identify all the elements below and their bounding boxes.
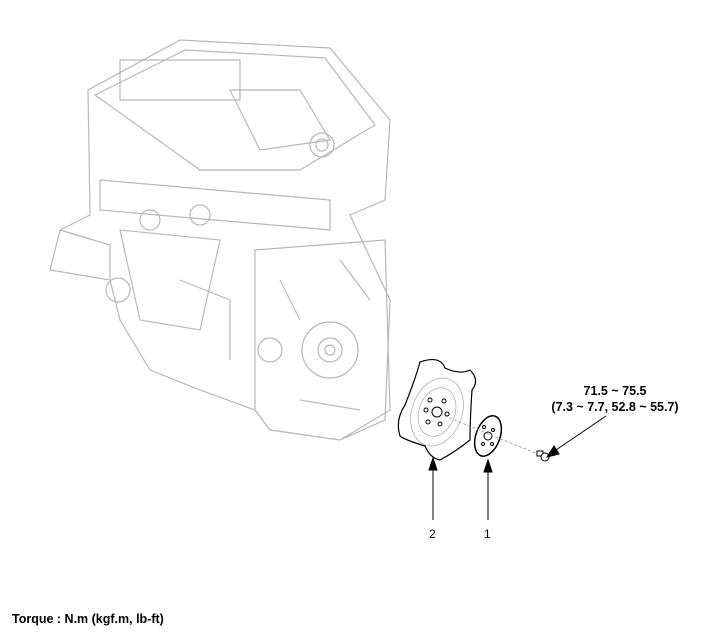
drive-plate <box>397 358 477 461</box>
leader-arrows <box>428 415 607 520</box>
torque-spec: 71.5 ~ 75.5 (7.3 ~ 7.7, 52.8 ~ 55.7) <box>525 383 701 415</box>
torque-value-kgfm-lbft: (7.3 ~ 7.7, 52.8 ~ 55.7) <box>551 400 679 414</box>
engine-block-outline <box>49 39 391 441</box>
callout-number-1: 1 <box>484 527 491 541</box>
torque-value-nm: 71.5 ~ 75.5 <box>583 384 647 398</box>
callout-number-2: 2 <box>429 527 436 541</box>
adapter-plate <box>473 415 503 457</box>
torque-units-footer: Torque : N.m (kgf.m, lb-ft) <box>12 612 164 626</box>
assembly-axis-line <box>439 413 541 456</box>
